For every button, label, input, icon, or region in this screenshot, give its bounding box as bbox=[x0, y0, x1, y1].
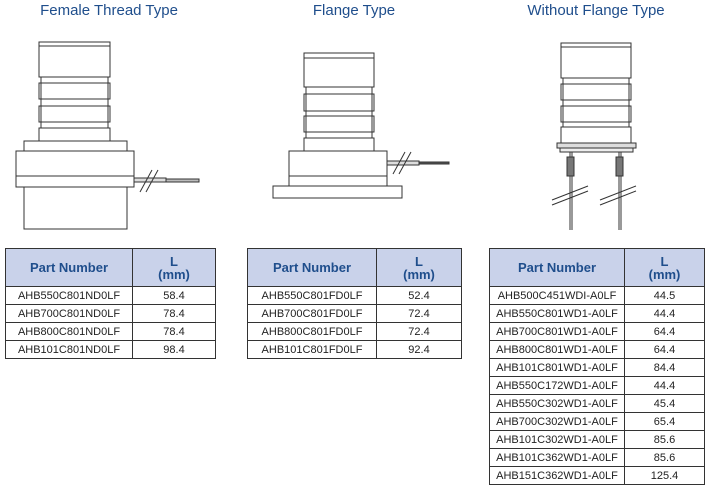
length-cell: 58.4 bbox=[132, 286, 216, 305]
product-drawings bbox=[15, 41, 637, 230]
header-unit: (mm) bbox=[648, 266, 681, 282]
part-number-cell: AHB700C801FD0LF bbox=[247, 304, 377, 323]
part-number-cell: AHB500C451WDI-A0LF bbox=[489, 286, 625, 305]
length-cell: 52.4 bbox=[376, 286, 462, 305]
length-cell: 44.5 bbox=[624, 286, 705, 305]
length-cell: 45.4 bbox=[624, 394, 705, 413]
part-number-cell: AHB550C801WD1-A0LF bbox=[489, 304, 625, 323]
part-number-cell: AHB700C801ND0LF bbox=[5, 304, 133, 323]
length-cell: 64.4 bbox=[624, 322, 705, 341]
part-number-cell: AHB550C801ND0LF bbox=[5, 286, 133, 305]
header-unit: (mm) bbox=[158, 266, 190, 282]
header-part-number: Part Number bbox=[489, 248, 625, 287]
length-cell: 98.4 bbox=[132, 340, 216, 359]
part-number-cell: AHB151C362WD1-A0LF bbox=[489, 466, 625, 485]
length-cell: 78.4 bbox=[132, 304, 216, 323]
part-number-cell: AHB101C801FD0LF bbox=[247, 340, 377, 359]
header-length: L(mm) bbox=[376, 248, 462, 287]
part-number-cell: AHB101C302WD1-A0LF bbox=[489, 430, 625, 449]
part-number-cell: AHB101C801ND0LF bbox=[5, 340, 133, 359]
part-number-cell: AHB550C172WD1-A0LF bbox=[489, 376, 625, 395]
header-length: L(mm) bbox=[132, 248, 216, 287]
length-cell: 125.4 bbox=[624, 466, 705, 485]
length-cell: 72.4 bbox=[376, 304, 462, 323]
header-l: L bbox=[660, 253, 669, 269]
header-length: L(mm) bbox=[624, 248, 705, 287]
length-cell: 78.4 bbox=[132, 322, 216, 341]
female-thread-title: Female Thread Type bbox=[40, 2, 178, 19]
length-cell: 84.4 bbox=[624, 358, 705, 377]
female-thread-drawing bbox=[15, 41, 200, 230]
length-cell: 72.4 bbox=[376, 322, 462, 341]
length-cell: 44.4 bbox=[624, 376, 705, 395]
length-cell: 65.4 bbox=[624, 412, 705, 431]
flange-drawing bbox=[272, 52, 450, 199]
header-unit: (mm) bbox=[403, 266, 435, 282]
header-part-number: Part Number bbox=[5, 248, 133, 287]
part-number-cell: AHB800C801FD0LF bbox=[247, 322, 377, 341]
part-number-cell: AHB101C362WD1-A0LF bbox=[489, 448, 625, 467]
without-flange-drawing bbox=[551, 42, 637, 230]
length-cell: 44.4 bbox=[624, 304, 705, 323]
part-number-cell: AHB550C801FD0LF bbox=[247, 286, 377, 305]
part-number-cell: AHB101C801WD1-A0LF bbox=[489, 358, 625, 377]
part-number-cell: AHB700C801WD1-A0LF bbox=[489, 322, 625, 341]
header-l: L bbox=[170, 253, 178, 269]
header-part-number: Part Number bbox=[247, 248, 377, 287]
part-number-cell: AHB800C801WD1-A0LF bbox=[489, 340, 625, 359]
header-l: L bbox=[415, 253, 423, 269]
length-cell: 85.6 bbox=[624, 430, 705, 449]
flange-title: Flange Type bbox=[312, 2, 396, 19]
length-cell: 64.4 bbox=[624, 340, 705, 359]
length-cell: 92.4 bbox=[376, 340, 462, 359]
part-number-cell: AHB700C302WD1-A0LF bbox=[489, 412, 625, 431]
length-cell: 85.6 bbox=[624, 448, 705, 467]
part-number-cell: AHB550C302WD1-A0LF bbox=[489, 394, 625, 413]
without-flange-title: Without Flange Type bbox=[527, 2, 665, 19]
part-number-cell: AHB800C801ND0LF bbox=[5, 322, 133, 341]
